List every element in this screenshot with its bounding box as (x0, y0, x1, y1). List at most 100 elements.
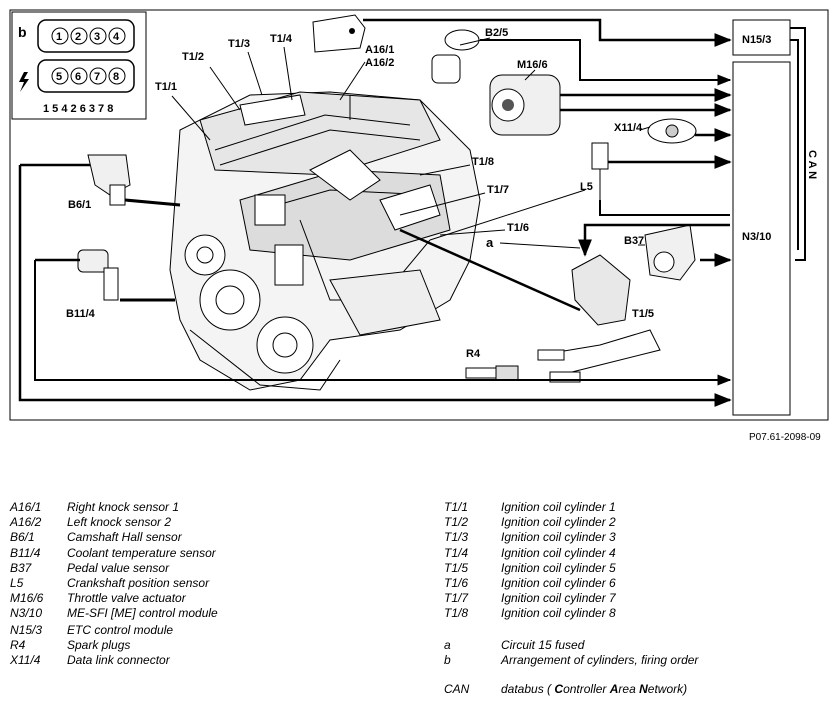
label-t1-8: T1/8 (472, 156, 494, 168)
legend-code: M16/6 (10, 591, 44, 606)
label-r4: R4 (466, 348, 481, 360)
legend-desc: Ignition coil cylinder 1 (501, 500, 616, 514)
can-n: N (639, 682, 648, 697)
legend-code: b (444, 652, 451, 667)
legend-code: N15/3 (10, 622, 43, 637)
can-w3: etwork) (647, 682, 688, 697)
cyl-label: 7 (94, 71, 100, 83)
b2-5-sensor-drawing (431, 29, 480, 84)
legend-desc: Ignition coil cylinder 5 (501, 560, 616, 575)
legend-code: B37 (10, 560, 32, 575)
legend-desc: Data link connector (67, 653, 170, 668)
legend-desc: Camshaft Hall sensor (67, 530, 182, 545)
legend-item: M16/6 Throttle valve actuator (10, 591, 218, 606)
label-t1-2: T1/2 (182, 51, 204, 63)
legend-desc: Circuit 15 fused (501, 637, 585, 652)
legend-desc: Ignition coil cylinder 6 (501, 576, 616, 591)
camshaft-sensor-drawing (87, 154, 131, 206)
legend-item: B6/1 Camshaft Hall sensor (10, 530, 218, 545)
legend-item: N15/3 ETC control module (10, 623, 218, 638)
legend-item: A16/2 Left knock sensor 2 (10, 515, 218, 530)
cyl-label: 6 (75, 71, 81, 83)
cyl-label: 3 (94, 31, 100, 43)
legend-item: T1/7 Ignition coil cylinder 7 (444, 591, 698, 606)
cyl-label: 2 (75, 31, 81, 43)
legend-desc: Ignition coil cylinder 4 (501, 545, 616, 560)
legend-desc: ME-SFI [ME] control module (67, 606, 218, 621)
legend-code: X11/4 (10, 653, 41, 668)
legend-code: T1/4 (444, 545, 469, 560)
legend-desc: Ignition coil cylinder 7 (501, 591, 616, 606)
bank-bottom-cylinders: 5 6 7 8 (51, 67, 126, 85)
lightning-icon (19, 72, 29, 92)
label-a16-1: A16/1 (365, 44, 394, 56)
wiring (18, 18, 806, 407)
inset-label-b: b (18, 24, 27, 40)
label-b37: B37 (624, 235, 644, 247)
legend-desc: Ignition coil cylinder 2 (501, 515, 616, 530)
leader-lines (120, 37, 651, 312)
data-link-connector-drawing (647, 118, 697, 144)
throttle-actuator-drawing (489, 74, 561, 136)
n3-10-module: N3/10 (732, 61, 791, 416)
legend-code: B6/1 (10, 530, 35, 545)
coolant-sensor-drawing (77, 249, 119, 301)
label-n15-3: N15/3 (742, 34, 771, 46)
legend-code: T1/1 (444, 500, 469, 514)
legend-item: A16/1 Right knock sensor 1 (10, 500, 218, 515)
label-t1-7: T1/7 (487, 184, 509, 196)
can-a: A (609, 682, 619, 697)
legend-desc: Left knock sensor 2 (67, 515, 172, 530)
label-t1-3: T1/3 (228, 38, 250, 50)
legend-desc: Throttle valve actuator (67, 591, 186, 606)
legend-code: a (444, 637, 451, 652)
legend-left: A16/1 Right knock sensor 1 A16/2 Left knoc… (10, 500, 218, 668)
legend-desc: Ignition coil cylinder 3 (501, 530, 616, 545)
legend-item-can: CAN databus ( Controller Area Network) (444, 682, 698, 697)
legend-desc: Crankshaft position sensor (67, 576, 210, 591)
legend-desc: ETC control module (67, 622, 174, 637)
legend-code: T1/5 (444, 560, 469, 575)
legend-item: T1/4 Ignition coil cylinder 4 (444, 546, 698, 561)
label-can: C A N (806, 150, 818, 179)
legend-code: T1/3 (444, 530, 469, 545)
cyl-label: 5 (56, 71, 62, 83)
n15-3-module: N15/3 (732, 19, 791, 56)
legend-desc: Arrangement of cylinders, firing order (501, 652, 699, 667)
legend-item: T1/1 Ignition coil cylinder 1 (444, 500, 698, 515)
label-b2-5: B2/5 (485, 27, 508, 39)
engine-diagram: b 1 2 3 4 5 6 7 8 1 5 4 2 6 3 7 8 (9, 9, 829, 421)
legend-item: T1/5 Ignition coil cylinder 5 (444, 561, 698, 576)
spark-plug-drawing (465, 365, 519, 381)
legend-item: T1/3 Ignition coil cylinder 3 (444, 530, 698, 545)
label-m16-6: M16/6 (517, 59, 548, 71)
legend-code: A16/2 (10, 515, 42, 530)
legend-code: T1/7 (444, 591, 469, 606)
cyl-label: 8 (113, 71, 119, 83)
legend-item: X11/4 Data link connector (10, 653, 218, 668)
cyl-label: 1 (56, 31, 62, 43)
legend-code: B11/4 (10, 545, 41, 560)
reference-number: P07.61-2098-09 (749, 432, 821, 443)
legend-code: A16/1 (10, 500, 42, 514)
label-t1-5: T1/5 (632, 308, 654, 320)
label-t1-4: T1/4 (270, 33, 293, 45)
firing-order: 1 5 4 2 6 3 7 8 (43, 103, 113, 115)
bank-top-cylinders: 1 2 3 4 (51, 27, 126, 45)
label-x11-4: X11/4 (614, 122, 643, 134)
label-b11-4: B11/4 (66, 308, 96, 320)
crankshaft-sensor-drawing (591, 142, 609, 200)
knock-sensor-drawing (312, 14, 366, 53)
pedal-sensor-drawing (644, 224, 696, 281)
legend-desc: Right knock sensor 1 (67, 500, 180, 514)
legend-code: L5 (10, 576, 24, 591)
legend-code: CAN (444, 682, 470, 697)
ignition-coil-t1-5-drawing (571, 254, 631, 326)
